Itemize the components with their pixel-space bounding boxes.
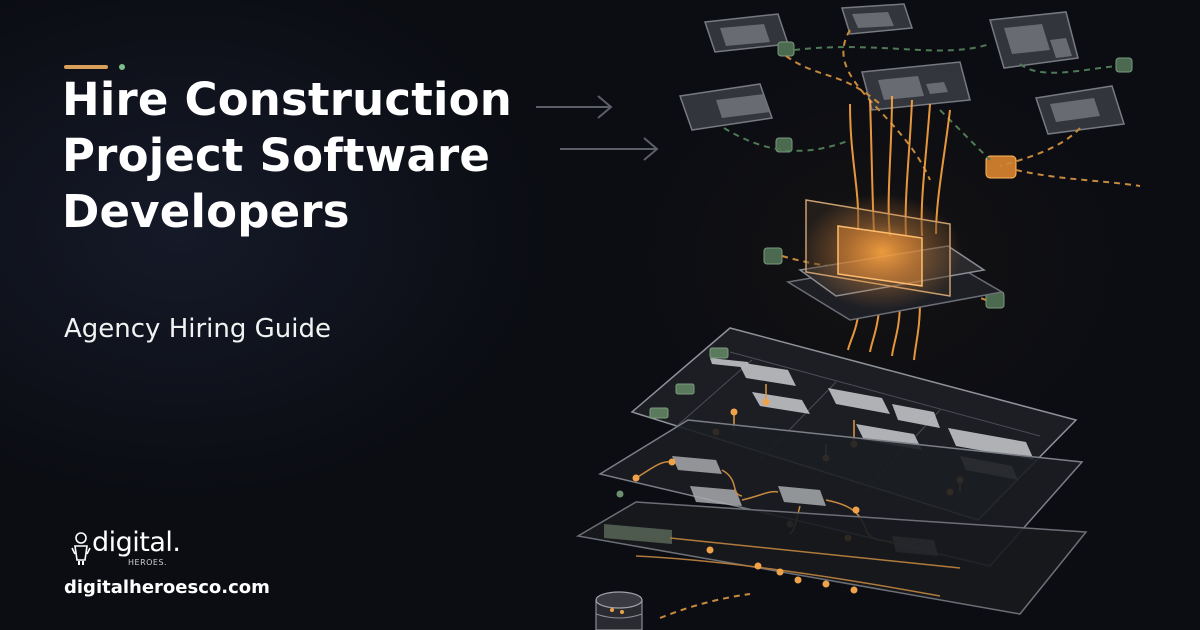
arrow-right-icon	[560, 137, 659, 161]
central-core-module	[785, 194, 1005, 321]
digital-heroes-logo: digital. HEROES.	[70, 526, 200, 570]
arrow-right-icon	[536, 95, 613, 119]
accent-dot	[119, 64, 125, 70]
orange-connector-node	[985, 155, 1017, 179]
card-inner-blocks	[716, 12, 1100, 122]
hero-mascot-icon	[71, 532, 91, 565]
database-connection-line	[659, 593, 751, 619]
website-url: digitalheroesco.com	[64, 577, 270, 598]
database-cylinder-icon	[595, 591, 643, 630]
accent-bar	[64, 65, 108, 69]
logo-subtitle: HEROES.	[128, 558, 168, 567]
page-title: Hire Construction Project Software Devel…	[62, 73, 512, 238]
software-architecture-illustration	[575, 3, 1141, 630]
connector-nodes	[763, 41, 1133, 309]
logo-wordmark: digital.	[92, 527, 181, 558]
timeline-layer-lower	[575, 501, 1088, 615]
page-subtitle: Agency Hiring Guide	[64, 314, 331, 344]
